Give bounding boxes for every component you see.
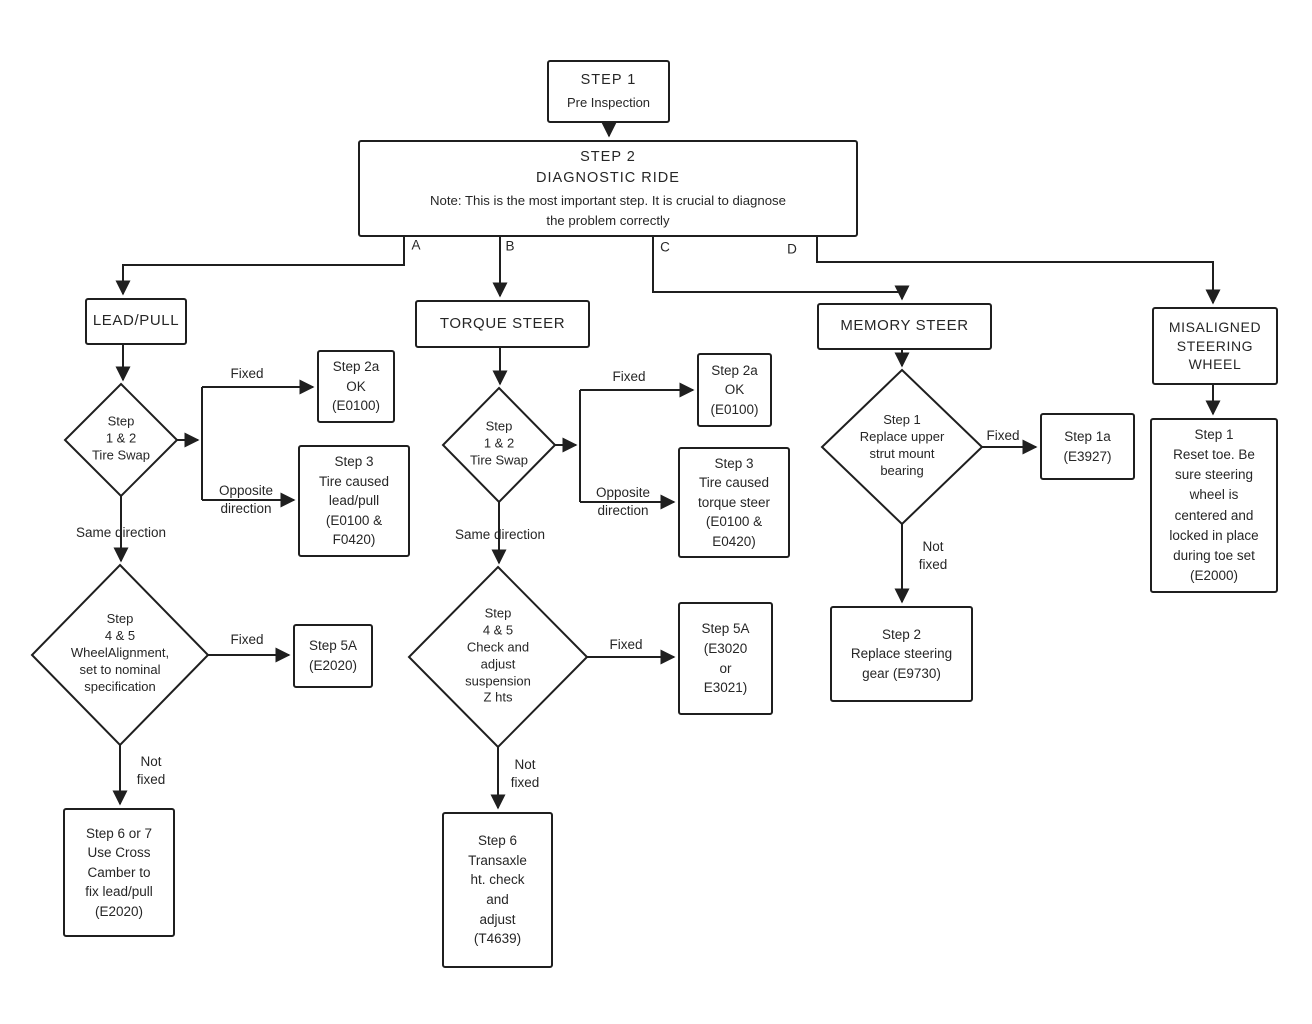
node-step2-diagnostic-ride: STEP 2 DIAGNOSTIC RIDE Note: This is the… [358,140,858,237]
branch-letter-d: D [787,241,797,257]
edge-branch-d [816,237,1221,305]
label-a-not-fixed: Not fixed [136,753,166,787]
label-b-fixed2: Fixed [609,636,643,652]
node-a-step3-tire-caused: Step 3 Tire caused lead/pull (E0100 & F0… [298,445,410,557]
decision-text-torque-tire-swap: Step 1 & 2 Tire Swap [469,418,529,468]
decision-leadpull-wheel-alignment [30,563,210,747]
step2-subtitle: DIAGNOSTIC RIDE [536,169,680,186]
node-a-step2a-ok: Step 2a OK (E0100) [317,350,395,423]
branch-letter-b: B [505,238,515,254]
step1-subtitle: Pre Inspection [566,95,651,111]
edge-branch-a [115,237,405,296]
label-c-fixed: Fixed [986,427,1020,443]
node-step1-pre-inspection: STEP 1 Pre Inspection [547,60,670,123]
label-b-fixed1: Fixed [612,368,646,384]
node-torque-steer-header: TORQUE STEER [415,300,590,348]
step2-note: Note: This is the most important step. I… [430,192,786,228]
node-b-step5a: Step 5A (E3020 or E3021) [678,602,773,715]
node-a-step5a: Step 5A (E2020) [293,624,373,688]
node-b-step2a-ok: Step 2a OK (E0100) [697,353,772,427]
label-c-not-fixed: Not fixed [918,538,948,572]
node-c-step2-steering-gear: Step 2 Replace steering gear (E9730) [830,606,973,702]
decision-leadpull-tire-swap [63,382,179,498]
label-a-same-direction: Same direction [75,524,167,540]
label-a-opposite-direction: Opposite direction [218,482,274,516]
edge-branch-c [652,237,910,301]
node-memory-steer-header: MEMORY STEER [817,303,992,350]
node-lead-pull-header: LEAD/PULL [85,298,187,345]
step2-title: STEP 2 [580,148,636,165]
decision-text-leadpull-alignment: Step 4 & 5 WheelAlignment, set to nomina… [70,610,170,694]
label-b-same-direction: Same direction [454,526,546,542]
decision-memory-strut-mount [820,368,984,526]
label-a-fixed1: Fixed [230,365,264,381]
label-b-not-fixed: Not fixed [510,756,540,790]
decision-torque-suspension [407,565,589,749]
decision-torque-tire-swap [441,386,557,504]
step1-title: STEP 1 [580,72,637,89]
branch-letter-c: C [660,239,670,255]
branch-letter-a: A [411,237,421,253]
node-b-step6-transaxle: Step 6 Transaxle ht. check and adjust (T… [442,812,553,968]
node-b-step3-tire-caused: Step 3 Tire caused torque steer (E0100 &… [678,447,790,558]
node-a-step6or7-cross-camber: Step 6 or 7 Use Cross Camber to fix lead… [63,808,175,937]
label-a-fixed2: Fixed [230,631,264,647]
decision-text-torque-suspension: Step 4 & 5 Check and adjust suspension Z… [465,605,531,705]
label-b-opposite-direction: Opposite direction [595,484,651,518]
node-d-step1-reset-toe: Step 1 Reset toe. Be sure steering wheel… [1150,418,1278,593]
node-c-step1a: Step 1a (E3927) [1040,413,1135,480]
decision-text-memory-strut: Step 1 Replace upper strut mount bearing [859,412,945,478]
node-misaligned-header: MISALIGNED STEERING WHEEL [1152,307,1278,385]
decision-text-leadpull-tire-swap: Step 1 & 2 Tire Swap [91,413,151,463]
